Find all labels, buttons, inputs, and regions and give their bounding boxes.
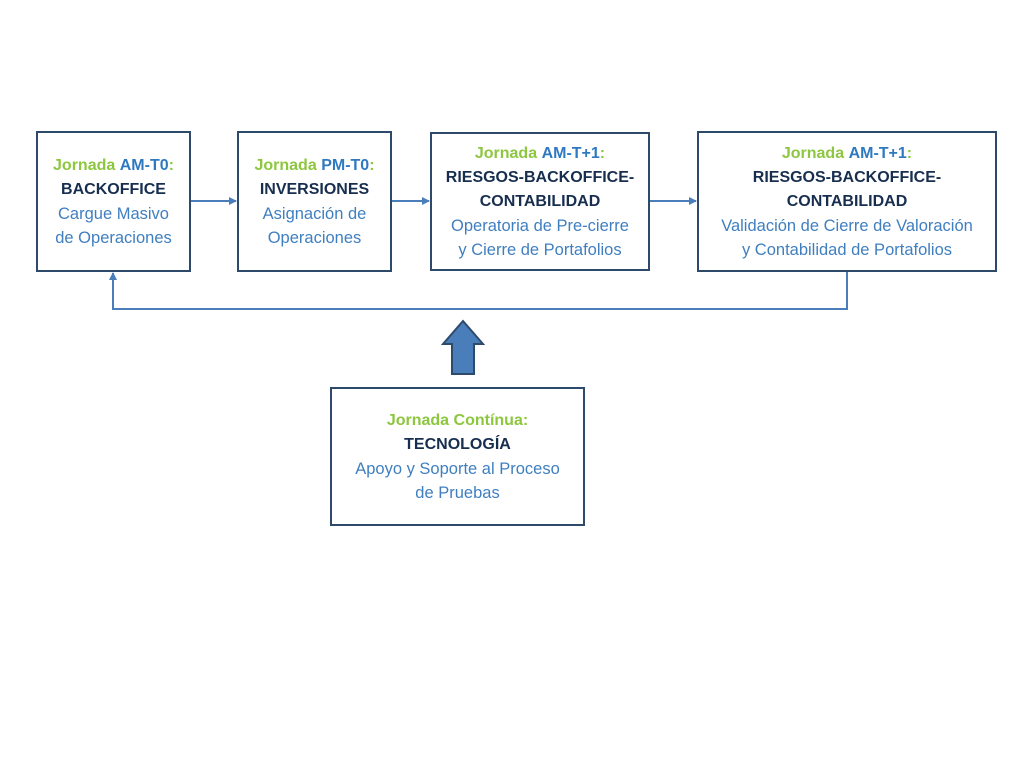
box-label: Jornada AM-T0: [53, 154, 174, 178]
team-name: BACKOFFICE [61, 180, 166, 198]
label-code: AM-T+1 [541, 144, 600, 162]
team-name: INVERSIONES [259, 180, 370, 198]
stage-box-am-t1-validacion: Jornada AM-T+1: RIESGOS-BACKOFFICE- CONT… [697, 131, 997, 272]
stage-box-continua: Jornada Contínua: TECNOLOGÍA Apoyo y Sop… [330, 387, 585, 526]
label-suffix: : [906, 144, 913, 162]
box-label: Jornada Contínua: [386, 411, 529, 429]
description-line-1: Validación de Cierre de Valoración [721, 216, 973, 235]
label-code: AM-T+1 [848, 144, 907, 162]
box-label: Jornada AM-T+1: [475, 142, 605, 166]
label-suffix: : [369, 156, 375, 174]
stage-box-am-t0: Jornada AM-T0: BACKOFFICE Cargue Masivo … [36, 131, 191, 272]
label-prefix: Jornada [53, 156, 116, 174]
label-code: AM-T0 [119, 156, 169, 174]
description-line-1: Operatoria de Pre-cierre [451, 216, 629, 235]
stage-box-am-t1-precierre: Jornada AM-T+1: RIESGOS-BACKOFFICE- CONT… [430, 132, 650, 271]
label-prefix: Jornada [474, 144, 538, 162]
description-line-1: Cargue Masivo [58, 204, 169, 223]
stage-box-pm-t0: Jornada PM-T0: INVERSIONES Asignación de… [237, 131, 392, 272]
description-line-2: de Pruebas [415, 483, 500, 502]
team-name-line-2: CONTABILIDAD [479, 192, 601, 210]
description-line-1: Asignación de [262, 204, 367, 223]
team-name: TECNOLOGÍA [404, 435, 511, 453]
team-name-line-2: CONTABILIDAD [786, 192, 908, 210]
label-prefix: Jornada [781, 144, 845, 162]
box-label: Jornada AM-T+1: [782, 142, 912, 166]
label-prefix: Jornada [254, 156, 317, 174]
description-line-1: Apoyo y Soporte al Proceso [355, 459, 560, 478]
description-line-2: y Contabilidad de Portafolios [741, 240, 953, 259]
label-suffix: : [168, 156, 174, 174]
box-label: Jornada PM-T0: [254, 154, 374, 178]
team-name-line-1: RIESGOS-BACKOFFICE- [445, 168, 635, 186]
loop-back-connector [109, 272, 848, 310]
team-name-line-1: RIESGOS-BACKOFFICE- [752, 168, 942, 186]
description-line-2: de Operaciones [55, 228, 172, 247]
up-arrow-shape [440, 319, 486, 375]
label-code: PM-T0 [321, 156, 370, 174]
label-suffix: : [599, 144, 606, 162]
description-line-2: y Cierre de Portafolios [458, 240, 622, 259]
description-line-2: Operaciones [267, 228, 362, 247]
